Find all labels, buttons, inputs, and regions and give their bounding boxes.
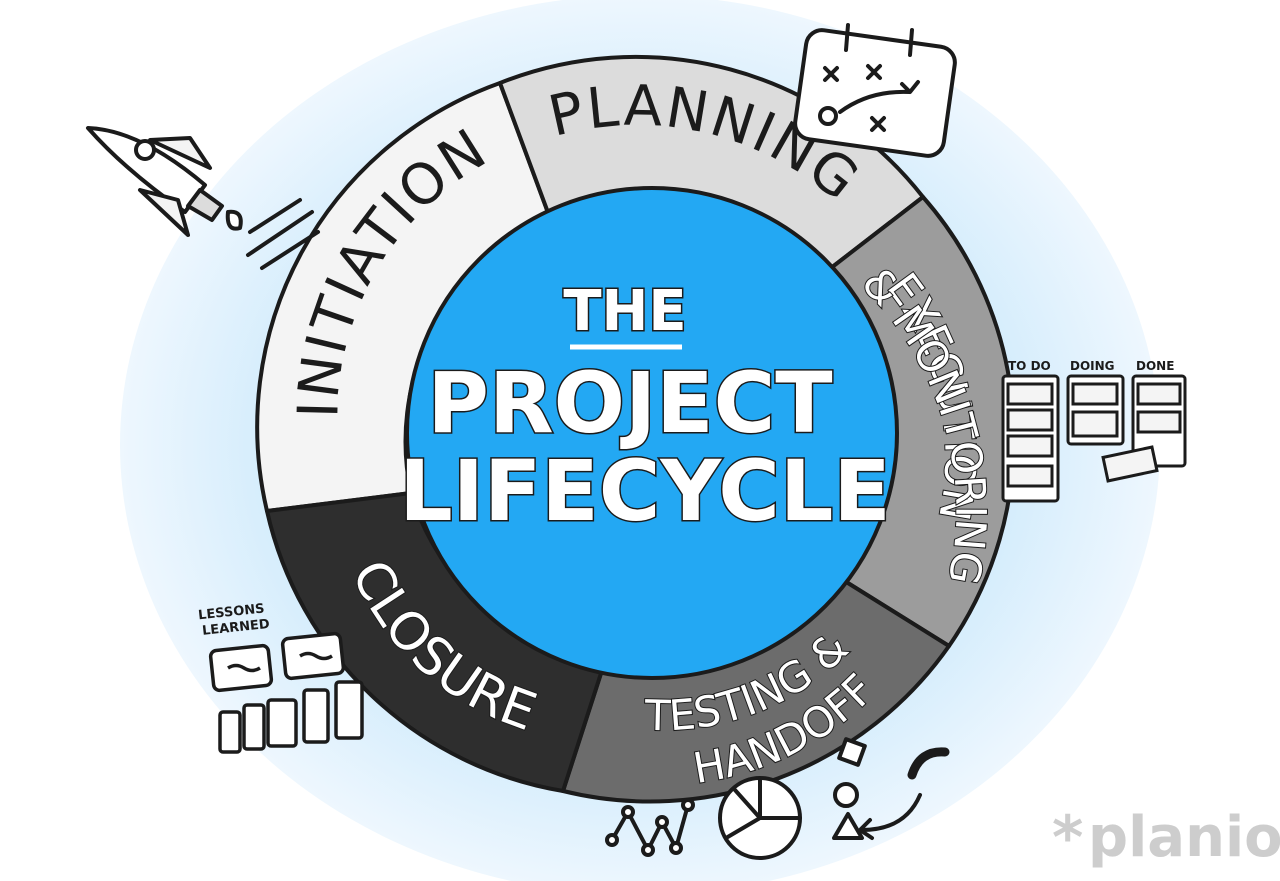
lessons-line2: LEARNED (201, 617, 270, 639)
title-the: THE (563, 279, 686, 344)
title-project: PROJECT (427, 354, 832, 452)
planio-logo-asterisk: * (1052, 803, 1083, 873)
center-circle (405, 186, 899, 680)
kanban-todo-label: TO DO (1008, 359, 1051, 373)
planio-logo-text: planio (1088, 805, 1280, 870)
rocket-icon (86, 126, 320, 270)
kanban-done-label: DONE (1136, 359, 1174, 373)
title-lifecycle: LIFECYCLE (399, 442, 891, 540)
analytics-doodles (605, 737, 950, 860)
lessons-learned: LESSONS LEARNED (197, 601, 364, 754)
kanban-board: TO DO DOING DONE (1001, 359, 1187, 503)
center-title: THE PROJECT LIFECYCLE (398, 278, 893, 542)
calendar-icon (793, 23, 957, 158)
planio-logo: * planio (1052, 803, 1280, 873)
kanban-doing-label: DOING (1070, 359, 1115, 373)
lessons-line1: LESSONS (197, 601, 265, 623)
